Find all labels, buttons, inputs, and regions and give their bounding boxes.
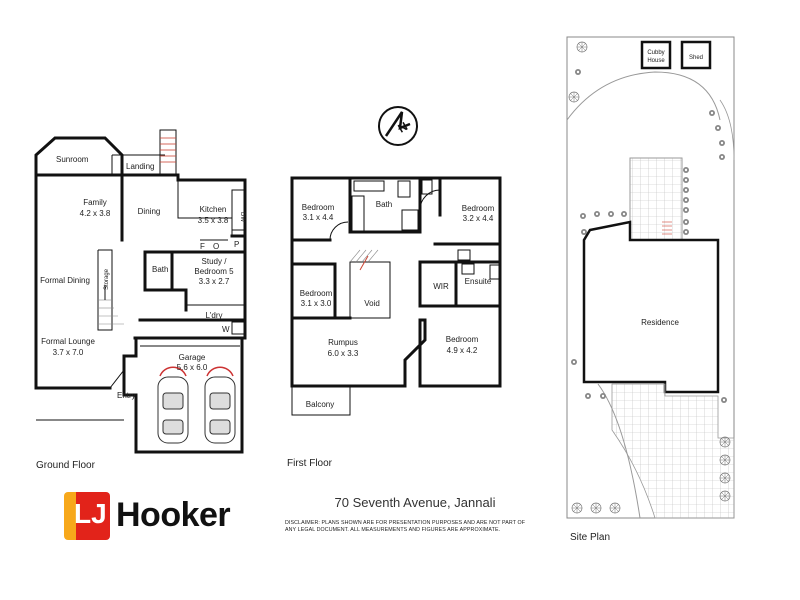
label-void: Void	[364, 299, 380, 308]
logo-stripe-yellow	[64, 492, 76, 540]
label-ensuite: Ensuite	[465, 277, 492, 286]
label-bath-first: Bath	[376, 200, 392, 209]
label-oven: O	[213, 242, 219, 251]
label-formal-dining: Formal Dining	[40, 276, 90, 285]
label-rumpus: Rumpus	[328, 338, 358, 347]
north-arrow-icon: N	[378, 106, 418, 146]
label-bedroom-d-dim: 4.9 x 4.2	[447, 346, 478, 355]
lj-hooker-logo: LJ Hooker	[64, 492, 246, 540]
ground-floor-plan: Sunroom Landing Family 4.2 x 3.8 Dining …	[34, 129, 247, 454]
disclaimer-text: DISCLAIMER: PLANS SHOWN ARE FOR PRESENTA…	[285, 520, 526, 533]
label-study: Study /	[202, 257, 228, 266]
property-address: 70 Seventh Avenue, Jannali	[334, 495, 496, 510]
first-floor-plan: Bedroom 3.1 x 4.4 Bath Bedroom 3.2 x 4.4…	[290, 176, 502, 416]
label-dishwasher: DW	[239, 212, 245, 222]
label-family: Family	[83, 198, 107, 207]
label-laundry: L'dry	[205, 311, 222, 320]
label-bedroom-c: Bedroom	[300, 289, 333, 298]
label-sunroom: Sunroom	[56, 155, 89, 164]
label-entry: Entry	[117, 391, 136, 400]
label-cubby: Cubby	[647, 50, 664, 56]
label-formal-lounge: Formal Lounge	[41, 337, 95, 346]
label-washer: W	[222, 325, 230, 334]
ground-floor-title: Ground Floor	[36, 460, 95, 471]
label-residence: Residence	[641, 318, 679, 327]
label-bedroom-5: Bedroom 5	[194, 267, 234, 276]
label-storage: Storage	[104, 268, 110, 290]
label-wir: WIR	[433, 282, 449, 291]
label-family-dim: 4.2 x 3.8	[80, 209, 111, 218]
label-shed: Shed	[689, 55, 703, 61]
first-floor-title: First Floor	[287, 458, 332, 469]
label-dining: Dining	[138, 207, 161, 216]
label-bath-ground: Bath	[152, 265, 168, 274]
label-cubby-house: House	[647, 58, 665, 64]
label-formal-lounge-dim: 3.7 x 7.0	[53, 348, 84, 357]
label-bedroom-b: Bedroom	[462, 204, 495, 213]
label-bedroom-b-dim: 3.2 x 4.4	[463, 214, 494, 223]
logo-mark: LJ	[64, 492, 110, 540]
label-garage: Garage	[179, 353, 206, 362]
label-fridge: F	[200, 242, 205, 251]
label-study-dim: 3.3 x 2.7	[199, 277, 230, 286]
label-garage-dim: 5.6 x 6.0	[177, 363, 208, 372]
label-landing: Landing	[126, 162, 154, 171]
label-kitchen-dim: 3.5 x 3.8	[198, 216, 229, 225]
label-bedroom-c-dim: 3.1 x 3.0	[301, 299, 332, 308]
logo-stripe-red	[76, 492, 110, 540]
svg-text:N: N	[396, 119, 411, 135]
site-plan: Cubby House Shed Residence	[566, 36, 735, 519]
site-plan-title: Site Plan	[570, 532, 611, 543]
logo-hooker-text: Hooker	[116, 496, 231, 534]
label-bedroom-a: Bedroom	[302, 203, 335, 212]
logo-lj-text: LJ	[74, 498, 107, 529]
label-bedroom-a-dim: 3.1 x 4.4	[303, 213, 334, 222]
label-rumpus-dim: 6.0 x 3.3	[328, 349, 359, 358]
label-bedroom-d: Bedroom	[446, 335, 479, 344]
label-pantry: P	[234, 240, 239, 249]
label-kitchen: Kitchen	[200, 205, 227, 214]
label-balcony: Balcony	[306, 400, 334, 409]
